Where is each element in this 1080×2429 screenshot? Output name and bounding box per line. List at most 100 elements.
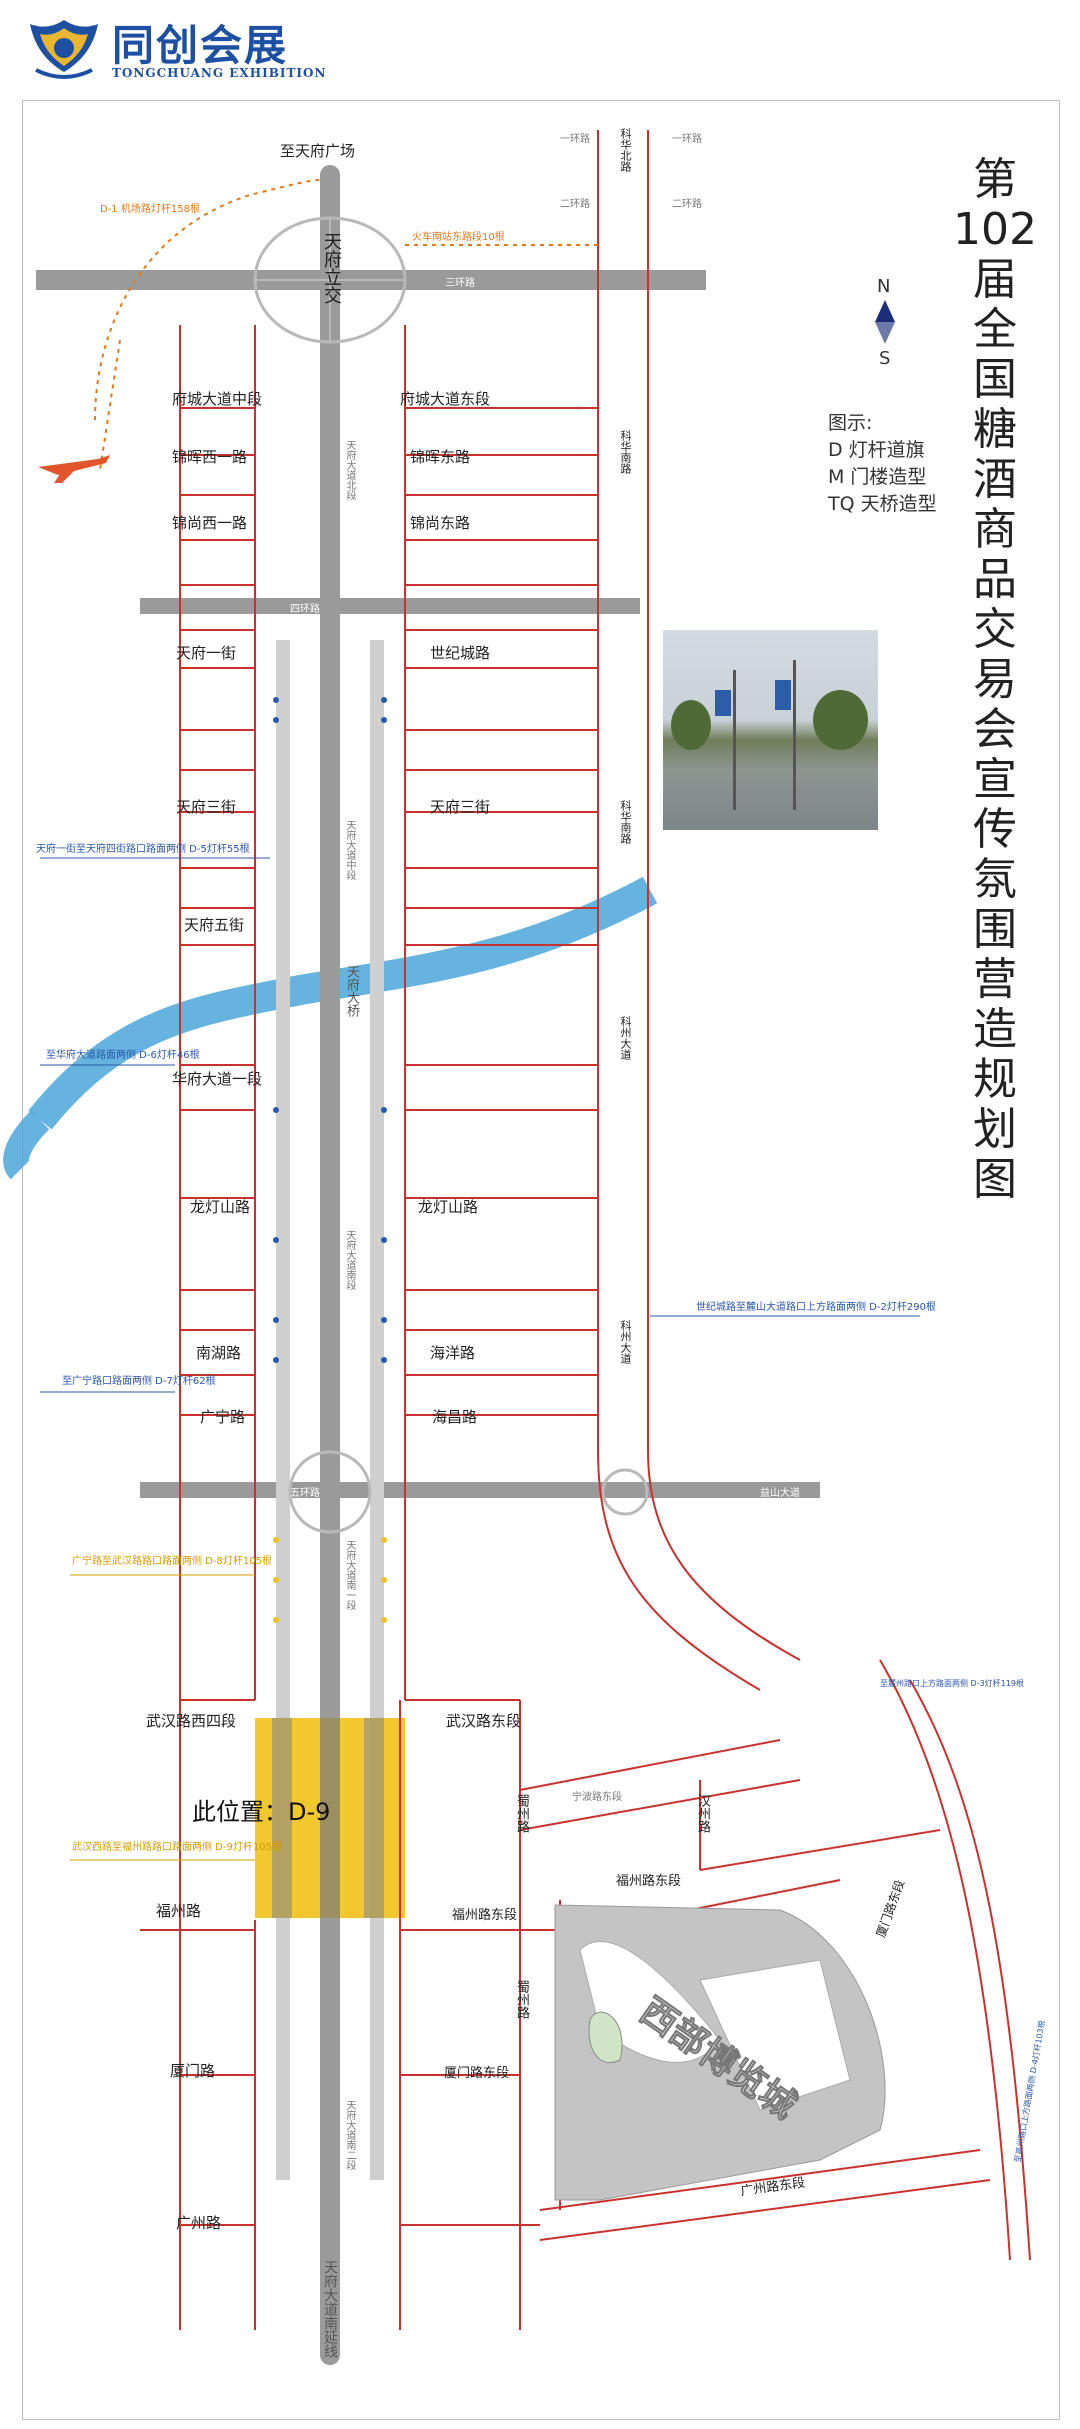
road-label: 天府大道北段 — [344, 440, 355, 500]
annotation-label: 火车南站东路段10根 — [412, 232, 505, 243]
tree-icon — [813, 690, 868, 750]
street-photo — [663, 630, 878, 830]
brand-header: 同创会展 TONGCHUANG EXHIBITION — [0, 0, 1080, 92]
road-label: 世纪城路 — [430, 644, 491, 662]
road-label: 锦尚西一路 — [172, 514, 248, 532]
road-label: 科华北路 — [619, 128, 632, 172]
road-label: 厦门路 — [170, 2062, 216, 2080]
road-label: 南湖路 — [196, 1344, 242, 1362]
title-char: 届 — [973, 254, 1017, 305]
compass-south: S — [879, 348, 891, 369]
road-label: 三环路 — [445, 278, 475, 289]
title-char: 会 — [973, 704, 1017, 755]
annotation-label: 广宁路至武汉路路口路面两侧 D-8灯杆105根 — [72, 1556, 272, 1567]
legend-item: D 灯杆道旗 — [828, 439, 925, 461]
map-frame — [22, 100, 1060, 2420]
airport-route — [94, 179, 321, 421]
road-label: 二环路 — [672, 199, 702, 210]
title-char: 围 — [973, 904, 1017, 955]
road-label: 天府大道南二段 — [344, 2100, 355, 2170]
road-label: 科州大道 — [619, 1016, 632, 1060]
legend-item: TQ 天桥造型 — [828, 493, 937, 515]
annotation-label: 至华府大道路面两侧 D-6灯杆46根 — [46, 1050, 200, 1061]
legend: 图示: D 灯杆道旗 M 门楼造型 TQ 天桥造型 — [828, 410, 937, 518]
road-label: 益山大道 — [760, 1488, 800, 1499]
road-label: 汉州路 — [695, 1794, 710, 1833]
title-char: 酒 — [973, 454, 1017, 505]
road-label: 海昌路 — [432, 1408, 478, 1426]
title-char: 划 — [973, 1104, 1017, 1155]
title-char: 交 — [973, 604, 1017, 655]
title-char: 102 — [953, 204, 1037, 255]
lamp-pole — [793, 660, 796, 810]
road-label: 天府三街 — [430, 798, 491, 816]
road-label: 武汉路东段 — [446, 1712, 522, 1730]
location-marker-label: 此位置：D-9 — [192, 1798, 331, 1826]
title-char: 宣 — [973, 754, 1017, 805]
road-label: 科州大道 — [619, 1320, 632, 1364]
river — [28, 876, 658, 1130]
road-label: 天府立交 — [321, 232, 342, 304]
road-label: 龙灯山路 — [418, 1198, 479, 1216]
road-label: 五环路 — [290, 1488, 320, 1499]
annotation-label: 世纪城路至麓山大道路口上方路面两侧 D-2灯杆290根 — [696, 1302, 936, 1313]
title-char: 品 — [973, 554, 1017, 605]
annotation-label: D-1 机场路灯杆158根 — [100, 204, 200, 215]
road-label: 蜀州路 — [514, 1794, 529, 1833]
legend-item: M 门楼造型 — [828, 466, 927, 488]
annotation-label: 至麓州路口上方路面两侧 D-3灯杆119根 — [880, 1679, 1024, 1688]
annotation-label: 至广宁路口路面两侧 D-7灯杆62根 — [62, 1376, 216, 1387]
road-label: 府城大道中段 — [172, 390, 263, 408]
annotation-label: 武汉西路至福州路路口路面两侧 D-9灯杆105根 — [72, 1842, 282, 1853]
road-label: 海洋路 — [430, 1344, 476, 1362]
road-label: 科华南路 — [619, 800, 632, 844]
airplane-icon — [38, 455, 110, 483]
road-label: 锦晖西一路 — [172, 448, 248, 466]
road-label: 天府大道南段 — [344, 1230, 355, 1290]
title-char: 国 — [973, 354, 1017, 405]
title-char: 第 — [973, 154, 1017, 205]
legend-heading: 图示: — [828, 412, 873, 434]
tree-icon — [671, 700, 711, 750]
title-char: 糖 — [973, 404, 1017, 455]
tianfu-avenue-center — [320, 165, 340, 2365]
road-label: 厦门路东段 — [444, 2066, 510, 2081]
road-label: 天府大道南一段 — [344, 1540, 355, 1610]
title-char: 规 — [973, 1054, 1017, 1105]
title-char: 造 — [973, 1004, 1017, 1055]
title-char: 营 — [973, 954, 1017, 1005]
road-label: 锦晖东路 — [410, 448, 471, 466]
road-label: 锦尚东路 — [410, 514, 471, 532]
annotation-label: 天府一街至天府四街路口路面两侧 D-5灯杆55根 — [36, 844, 250, 855]
banner-icon — [715, 690, 731, 716]
brand-name-en: TONGCHUANG EXHIBITION — [112, 66, 327, 80]
road-label: 四环路 — [290, 604, 320, 615]
road-label: 广宁路 — [200, 1408, 246, 1426]
brand-logo-icon — [30, 20, 98, 79]
road-label: 一环路 — [560, 134, 590, 145]
road-label: 武汉路西四段 — [146, 1712, 237, 1730]
title-char: 商 — [973, 504, 1017, 555]
road-label: 福州路东段 — [616, 1874, 682, 1889]
road-label: 华府大道一段 — [172, 1070, 263, 1088]
title-char: 图 — [973, 1154, 1017, 1205]
road-label: 天府三街 — [176, 798, 237, 816]
lamp-pole — [733, 670, 736, 810]
road-label: 福州路东段 — [452, 1908, 518, 1923]
road-label: 科华南路 — [619, 430, 632, 474]
road-label: 龙灯山路 — [190, 1198, 251, 1216]
road-label: 一环路 — [672, 134, 702, 145]
title-char: 氛 — [973, 854, 1017, 905]
ring5-band — [140, 1482, 820, 1498]
road-label: 福州路 — [156, 1902, 202, 1920]
road-label: 二环路 — [560, 199, 590, 210]
road-label: 广州路 — [176, 2214, 222, 2232]
road-label: 天府大道中段 — [344, 820, 355, 880]
road-label: 至天府广场 — [280, 142, 356, 160]
road-label: 天府一街 — [176, 644, 237, 662]
road-label: 天府大道南延线 — [322, 2260, 338, 2358]
title-char: 全 — [973, 304, 1017, 355]
compass-north: N — [877, 276, 891, 297]
